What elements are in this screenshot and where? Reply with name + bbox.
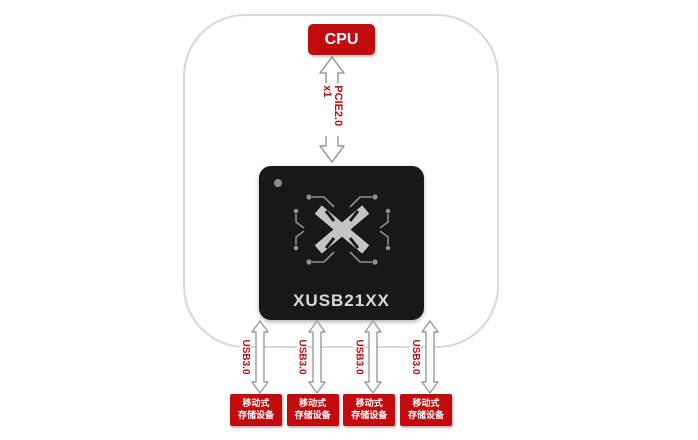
storage-device-box: 移动式 存储设备	[399, 394, 452, 426]
pcie-link-label: PCIE2.0 x1	[321, 82, 344, 137]
device-label-line1: 移动式	[355, 398, 383, 409]
chip-pin1-dot	[274, 179, 282, 187]
pcie-link: PCIE2.0 x1	[319, 56, 345, 163]
usb-port-label: USB3.0	[353, 339, 365, 375]
double-arrow-icon	[421, 320, 439, 394]
usb-link: USB3.0	[240, 320, 271, 394]
usb-ports-row: USB3.0 移动式 存储设备 USB3.0 移动式 存储设备	[230, 320, 452, 426]
usb-link: USB3.0	[409, 320, 441, 394]
usb-port-column: USB3.0 移动式 存储设备	[343, 320, 396, 426]
cpu-label: CPU	[324, 30, 359, 48]
usb-port-label: USB3.0	[296, 339, 308, 375]
chip-logo-icon	[293, 194, 390, 265]
device-label-line1: 移动式	[299, 398, 327, 409]
device-label-line1: 移动式	[242, 398, 270, 409]
chip-part-number: XUSB21XX	[293, 291, 390, 310]
usb-port-column: USB3.0 移动式 存储设备	[230, 320, 282, 426]
double-arrow-icon	[307, 320, 326, 394]
storage-device-box: 移动式 存储设备	[343, 394, 396, 426]
usb-port-column: USB3.0 移动式 存储设备	[399, 320, 452, 426]
device-label-line2: 存储设备	[237, 410, 274, 420]
device-label-line1: 移动式	[412, 398, 440, 409]
usb-port-label: USB3.0	[409, 339, 421, 375]
usb-link: USB3.0	[296, 320, 328, 394]
cpu-box: CPU	[308, 24, 375, 55]
double-arrow-icon	[364, 320, 383, 394]
device-label-line2: 存储设备	[351, 410, 388, 420]
storage-device-box: 移动式 存储设备	[230, 394, 282, 426]
usb-port-label: USB3.0	[240, 339, 251, 375]
usb-link: USB3.0	[353, 320, 384, 394]
device-label-line2: 存储设备	[407, 410, 444, 420]
usb-port-column: USB3.0 移动式 存储设备	[286, 320, 339, 426]
usb-controller-chip: XUSB21XX	[259, 166, 424, 320]
device-label-line2: 存储设备	[294, 410, 331, 420]
double-arrow-icon	[251, 320, 269, 394]
storage-device-box: 移动式 存储设备	[286, 394, 339, 426]
